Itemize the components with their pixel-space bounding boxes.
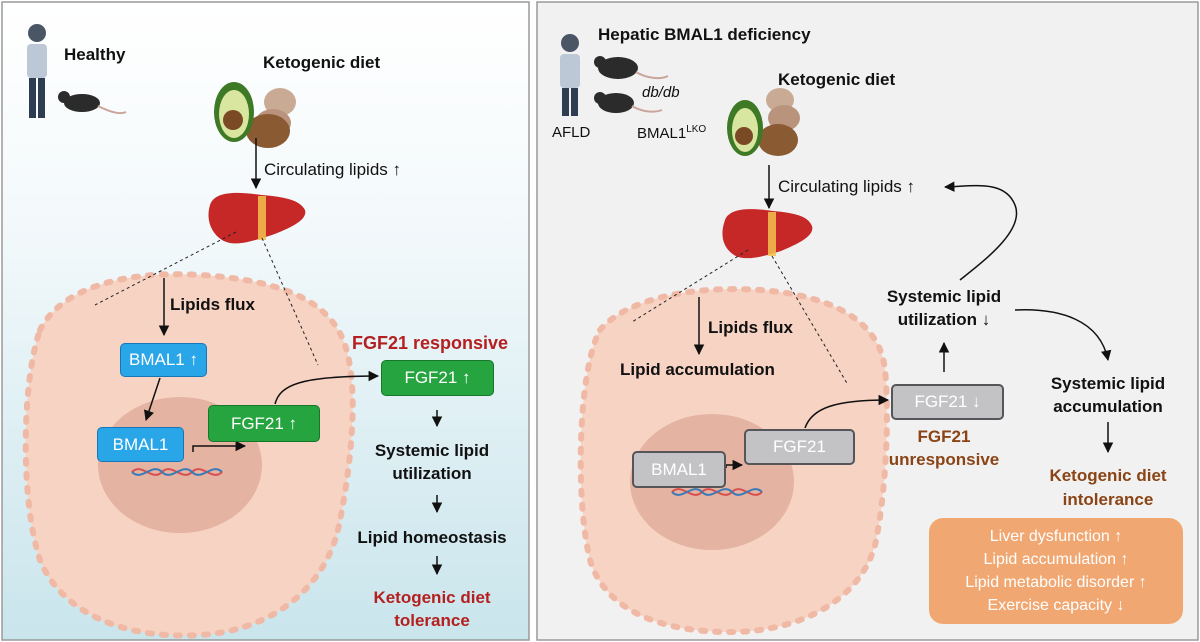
lipids-flux-label: Lipids flux xyxy=(170,295,255,314)
outcome-lipid-accumulation: Lipid accumulation ↑ xyxy=(983,551,1129,568)
bmal1-box: BMAL1 xyxy=(97,427,184,462)
fgf21-up-inner-box: FGF21 ↑ xyxy=(208,405,320,442)
unresponsive-line2: unresponsive xyxy=(888,450,1000,469)
fgf21-grey-box: FGF21 xyxy=(744,429,855,465)
bmal1-lko-label: BMAL1LKO xyxy=(637,124,706,142)
fgf21-down-box: FGF21 ↓ xyxy=(891,384,1004,420)
lko-mouse-icon xyxy=(594,92,663,113)
dna-icon-right xyxy=(671,488,763,496)
liver-icon xyxy=(208,192,306,244)
ketogenic-food-icon xyxy=(214,82,296,148)
afld-label: AFLD xyxy=(552,124,591,141)
lipids-flux-label-right: Lipids flux xyxy=(708,318,793,337)
outcome-box xyxy=(929,518,1183,624)
lipid-accumulation-label: Lipid accumulation xyxy=(620,360,775,379)
outcome-liver-dysfunction: Liver dysfunction ↑ xyxy=(989,528,1123,545)
dbdb-mouse-icon xyxy=(594,56,669,80)
circulating-lipids-label: Circulating lipids ↑ xyxy=(264,160,401,179)
systemic-utilization-line2: utilization xyxy=(392,464,472,483)
intolerance-line2: intolerance xyxy=(1062,490,1154,509)
bmal1-up-box: BMAL1 ↑ xyxy=(120,343,207,377)
ketogenic-food-icon-right xyxy=(727,88,800,156)
unresponsive-line1: FGF21 xyxy=(917,427,971,446)
mouse-icon xyxy=(58,91,127,115)
fgf21-responsive-label: FGF21 responsive xyxy=(352,333,509,353)
tolerance-line1: Ketogenic diet xyxy=(373,588,491,607)
liver-icon-right xyxy=(722,209,813,259)
bmal1-lko-text: BMAL1 xyxy=(637,125,687,142)
deficiency-title: Hepatic BMAL1 deficiency xyxy=(598,25,811,44)
systemic-accumulation-line1: Systemic lipid xyxy=(1050,374,1166,393)
ketogenic-diet-label: Ketogenic diet xyxy=(263,53,381,72)
systemic-utilization-line1: Systemic lipid xyxy=(374,441,490,460)
bmal1-grey-box: BMAL1 xyxy=(632,451,726,488)
human-icon-right xyxy=(560,34,580,116)
dna-icon xyxy=(131,468,223,476)
utilization-down-line1: Systemic lipid xyxy=(886,287,1002,306)
intolerance-line1: Ketogenic diet xyxy=(1049,466,1167,485)
systemic-accumulation-line2: accumulation xyxy=(1053,397,1163,416)
fgf21-up-outer-box: FGF21 ↑ xyxy=(381,360,494,396)
human-icon xyxy=(27,24,47,118)
outcome-exercise-capacity: Exercise capacity ↓ xyxy=(987,597,1125,614)
healthy-title: Healthy xyxy=(64,45,126,64)
lipid-homeostasis-label: Lipid homeostasis xyxy=(357,528,507,547)
dbdb-label: db/db xyxy=(642,84,680,101)
tolerance-line2: tolerance xyxy=(394,611,470,630)
ketogenic-diet-label-right: Ketogenic diet xyxy=(778,70,896,89)
utilization-down-line2: utilization ↓ xyxy=(897,310,991,329)
lko-superscript: LKO xyxy=(686,124,707,135)
circulating-lipids-label-right: Circulating lipids ↑ xyxy=(778,177,915,196)
outcome-metabolic-disorder: Lipid metabolic disorder ↑ xyxy=(965,574,1147,591)
